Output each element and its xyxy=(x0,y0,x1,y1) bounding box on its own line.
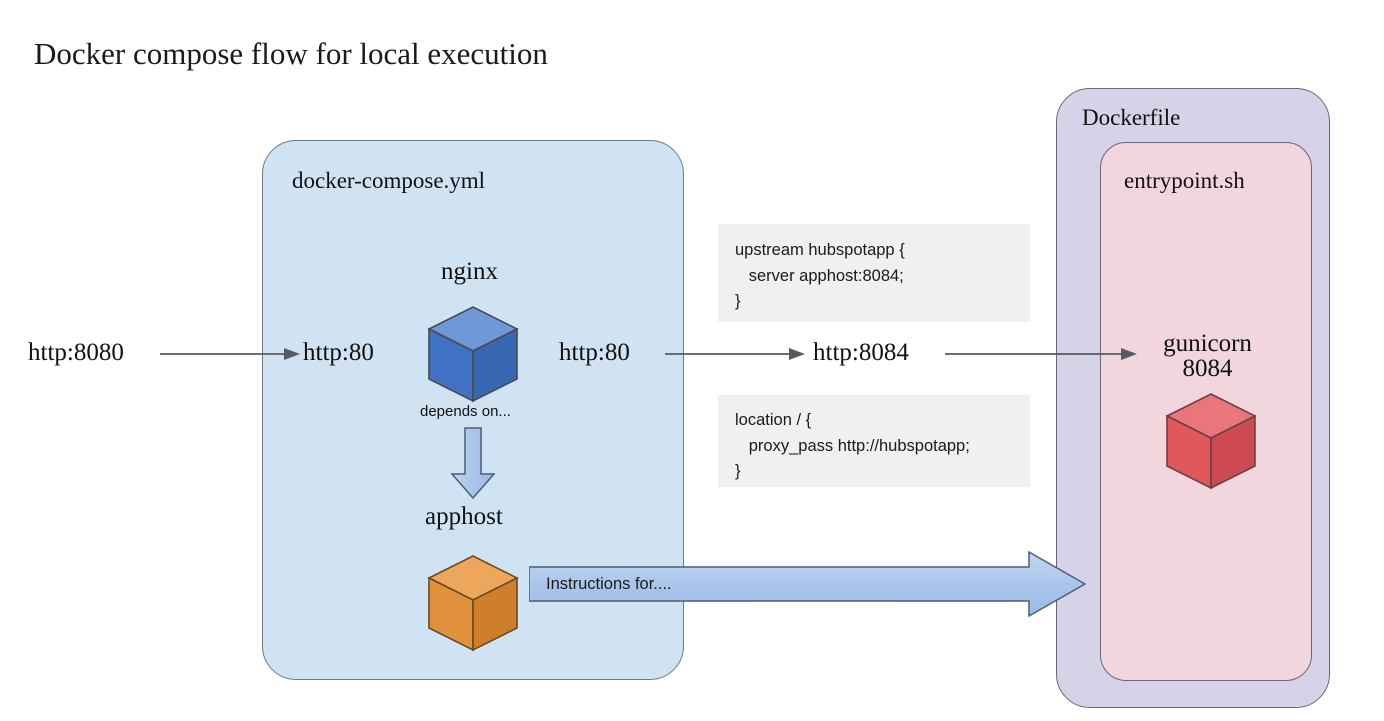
instructions-arrow xyxy=(529,550,1087,618)
port-label-external: http:8080 xyxy=(28,339,124,366)
nginx-label: nginx xyxy=(441,258,498,285)
apphost-cube-icon xyxy=(427,555,519,652)
depends-on-label: depends on... xyxy=(420,403,511,420)
depends-on-arrow xyxy=(450,427,496,500)
page-title: Docker compose flow for local execution xyxy=(34,36,548,71)
port-label-nginx-in: http:80 xyxy=(303,339,374,366)
code-block-location: location / { proxy_pass http://hubspotap… xyxy=(718,395,1030,487)
entrypoint-container-label: entrypoint.sh xyxy=(1124,168,1245,193)
gunicorn-label: gunicorn 8084 xyxy=(1120,331,1295,381)
dockerfile-container-label: Dockerfile xyxy=(1082,105,1181,130)
arrow-external-to-nginx xyxy=(160,348,300,360)
gunicorn-label-line1: gunicorn xyxy=(1163,330,1252,357)
code-block-upstream: upstream hubspotapp { server apphost:808… xyxy=(718,224,1030,322)
compose-container-label: docker-compose.yml xyxy=(292,168,486,193)
gunicorn-cube-icon xyxy=(1165,393,1257,490)
arrow-nginx-to-app xyxy=(665,348,805,360)
apphost-label: apphost xyxy=(425,503,503,530)
gunicorn-label-line2: 8084 xyxy=(1182,355,1233,382)
port-label-nginx-out: http:80 xyxy=(559,339,630,366)
arrow-app-to-gunicorn xyxy=(945,348,1137,360)
instructions-arrow-label: Instructions for.... xyxy=(546,575,672,593)
port-label-app-in: http:8084 xyxy=(813,339,909,366)
nginx-cube-icon xyxy=(427,306,519,403)
